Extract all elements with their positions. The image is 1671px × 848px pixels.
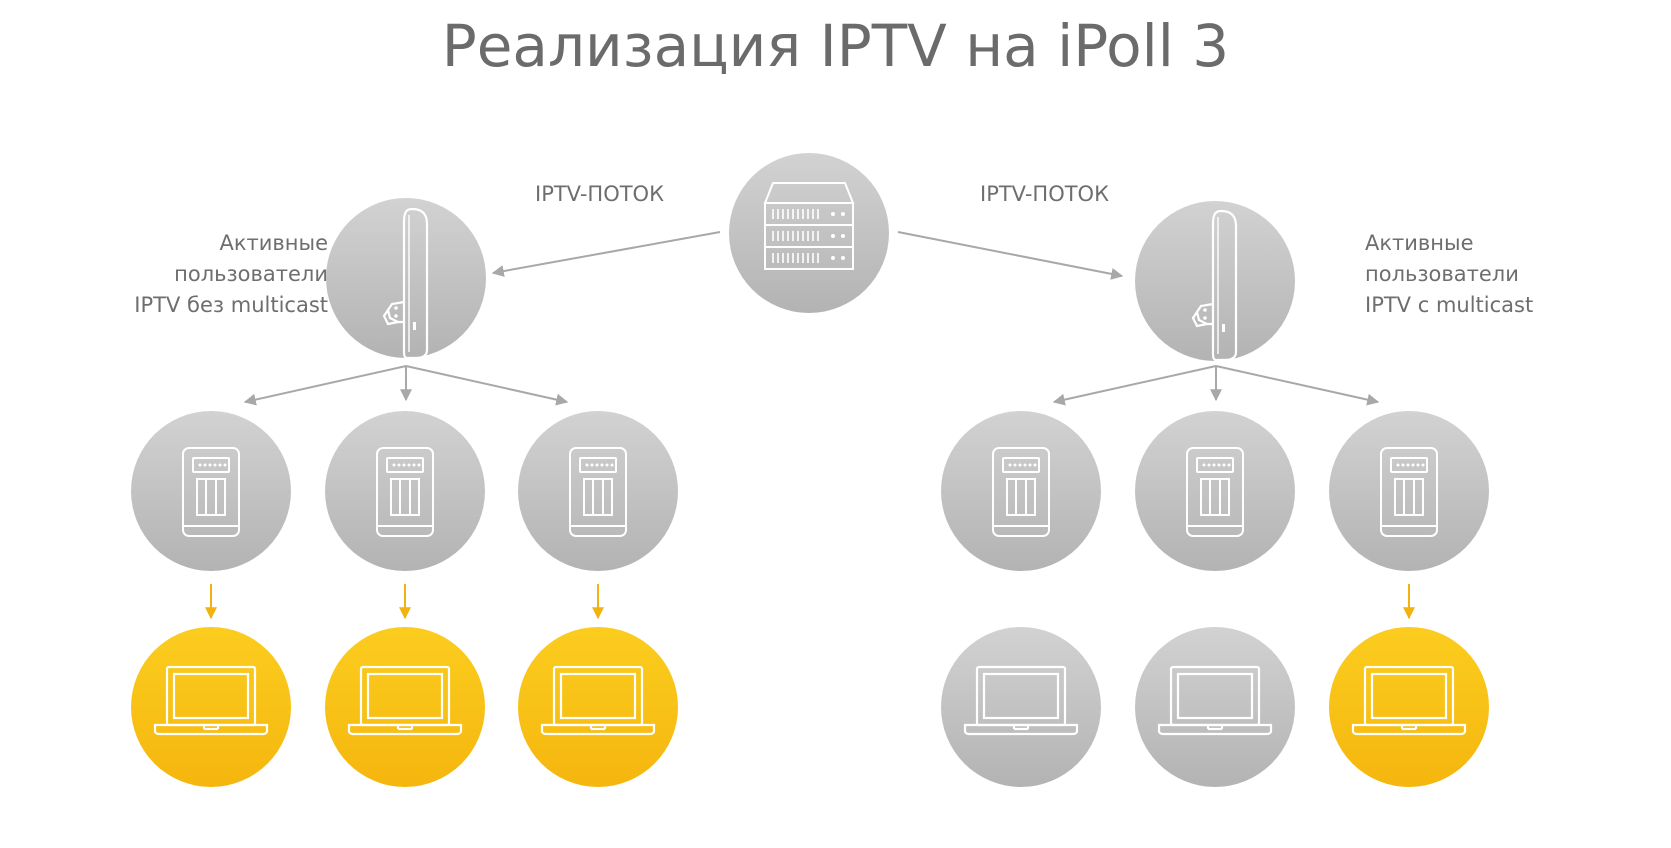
cpe-node-left-2 bbox=[325, 411, 485, 571]
page-title: Реализация IPTV на iPoll 3 bbox=[441, 12, 1230, 80]
caption-right-line-1: Активные bbox=[1365, 231, 1474, 255]
stream-arrow-left bbox=[491, 231, 721, 277]
caption-right-line-3: IPTV с multicast bbox=[1365, 293, 1534, 317]
laptop-node-right-3 bbox=[1329, 627, 1489, 787]
laptop-node-right-2 bbox=[1135, 627, 1295, 787]
caption-left-line-3: IPTV без multicast bbox=[134, 293, 328, 317]
cpe-node-right-2 bbox=[1135, 411, 1295, 571]
cpe-node-left-3 bbox=[518, 411, 678, 571]
server-node bbox=[729, 153, 889, 313]
stream-label-right: IPTV-ПОТОК bbox=[980, 182, 1109, 206]
access-point-node-right bbox=[1135, 201, 1295, 362]
caption-left-line-1: Активные bbox=[219, 231, 328, 255]
laptop-node-left-1 bbox=[131, 627, 291, 787]
caption-right-group: Активные пользователи IPTV с multicast bbox=[1365, 228, 1533, 321]
branch-arrow-left-3 bbox=[405, 365, 569, 406]
branch-arrow-right-1 bbox=[1052, 365, 1217, 406]
caption-right-line-2: пользователи bbox=[1365, 262, 1519, 286]
stream-label-left: IPTV-ПОТОК bbox=[535, 182, 664, 206]
laptop-node-left-2 bbox=[325, 627, 485, 787]
cpe-node-left-1 bbox=[131, 411, 291, 571]
laptop-node-left-3 bbox=[518, 627, 678, 787]
laptop-node-right-1 bbox=[941, 627, 1101, 787]
access-point-node-left bbox=[326, 198, 486, 360]
cpe-node-right-3 bbox=[1329, 411, 1489, 571]
branch-arrow-left-1 bbox=[243, 365, 407, 406]
branch-arrow-right-3 bbox=[1215, 365, 1380, 406]
caption-left-line-2: пользователи bbox=[174, 262, 328, 286]
cpe-node-right-1 bbox=[941, 411, 1101, 571]
stream-arrow-right bbox=[897, 231, 1124, 280]
caption-left-group: Активные пользователи IPTV без multicast bbox=[134, 228, 328, 321]
